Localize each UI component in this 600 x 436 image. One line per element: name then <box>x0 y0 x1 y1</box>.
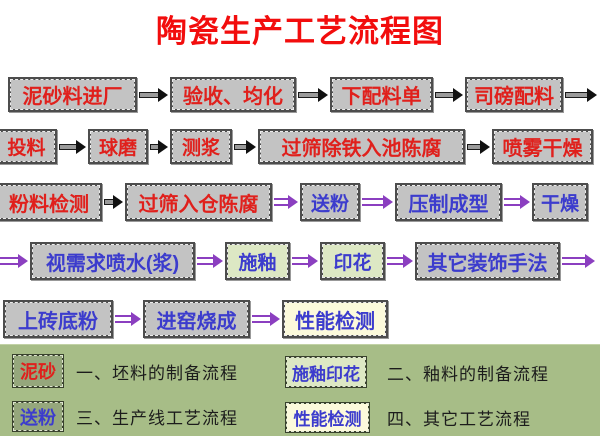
arrow-right-icon <box>104 194 123 210</box>
flow-step: 粉料检测 <box>0 183 102 221</box>
flow-step: 球磨 <box>88 129 148 164</box>
flow-step: 泥砂料进厂 <box>8 77 137 112</box>
legend-swatch: 泥砂 <box>12 354 64 388</box>
arrow-right-icon <box>115 311 141 327</box>
arrow-right-icon <box>274 194 298 210</box>
flow-step: 施釉 <box>225 242 290 280</box>
flow-step: 进窑烧成 <box>143 300 250 338</box>
flow-step: 过筛除铁入池陈腐 <box>258 129 465 164</box>
flow-step: 下配料单 <box>330 77 433 112</box>
flow-step: 印花 <box>320 242 385 280</box>
legend-label: 四、其它工艺流程 <box>387 410 531 429</box>
arrow-right-icon <box>59 139 86 155</box>
arrow-right-icon <box>0 253 28 269</box>
flow-step: 测浆 <box>170 129 232 164</box>
arrow-right-icon <box>298 87 328 103</box>
flow-step: 喷雾干燥 <box>492 129 593 164</box>
legend-swatch: 性能检测 <box>285 402 370 433</box>
flow-step: 验收、均化 <box>170 77 296 112</box>
arrow-right-icon <box>252 311 280 327</box>
flow-step: 司磅配料 <box>465 77 563 112</box>
flow-step: 投料 <box>0 129 57 164</box>
flow-step: 送粉 <box>300 183 360 221</box>
arrow-right-icon <box>435 87 463 103</box>
flow-step: 干燥 <box>532 183 588 221</box>
arrow-right-icon <box>387 253 413 269</box>
arrow-right-icon <box>292 253 318 269</box>
flow-step: 性能检测 <box>282 300 388 338</box>
flow-step: 视需求喷水(浆) <box>30 242 195 280</box>
flow-step: 过筛入仓陈腐 <box>125 183 272 221</box>
arrow-right-icon <box>150 139 168 155</box>
arrow-right-icon <box>139 87 168 103</box>
flow-step: 上砖底粉 <box>3 300 113 338</box>
arrow-right-icon <box>504 194 530 210</box>
diagram-title: 陶瓷生产工艺流程图 <box>156 14 444 49</box>
legend-label: 三、生产线工艺流程 <box>76 409 238 428</box>
arrow-right-icon <box>565 87 597 103</box>
flow-step: 其它装饰手法 <box>415 242 560 280</box>
legend-label: 二、釉料的制备流程 <box>387 364 549 384</box>
legend-swatch: 送粉 <box>12 401 64 432</box>
legend-swatch: 施釉印花 <box>285 356 367 388</box>
legend: 泥砂 一、坯料的制备流程 施釉印花 二、釉料的制备流程 送粉 三、生产线工艺流程… <box>0 344 600 436</box>
arrow-right-icon <box>562 253 595 269</box>
arrow-right-icon <box>197 253 223 269</box>
legend-label: 一、坯料的制备流程 <box>76 363 238 383</box>
arrow-right-icon <box>467 139 490 155</box>
arrow-right-icon <box>362 194 393 210</box>
flow-step: 压制成型 <box>395 183 502 221</box>
arrow-right-icon <box>234 139 256 155</box>
